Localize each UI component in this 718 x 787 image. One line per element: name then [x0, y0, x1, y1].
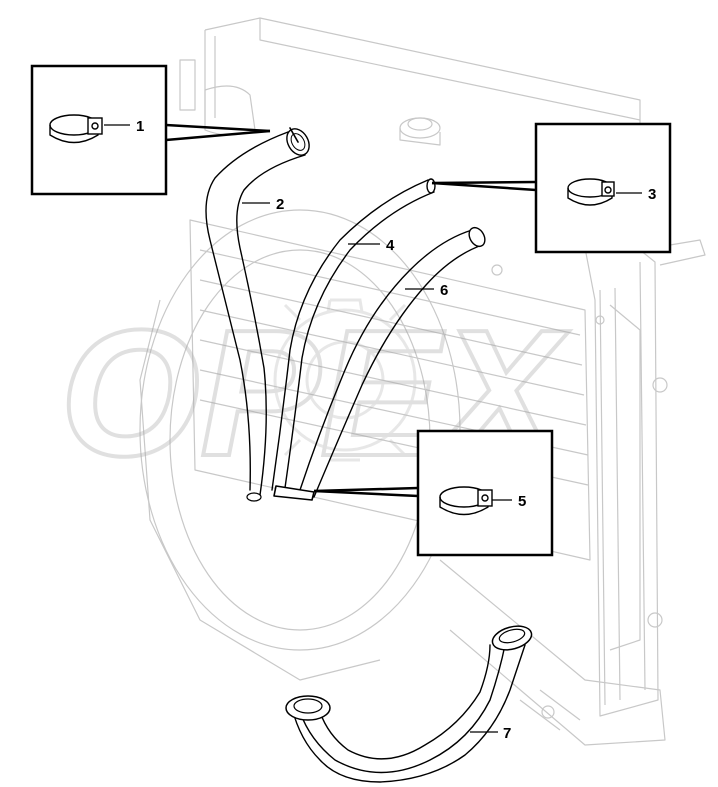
hose-clamp-icon	[567, 178, 615, 206]
callout-label-3: 3	[648, 186, 656, 203]
callout-2[interactable]: 2	[242, 196, 284, 213]
callout-label-6: 6	[440, 282, 448, 299]
callout-7[interactable]: 7	[470, 725, 511, 742]
callout-4[interactable]: 4	[348, 237, 395, 254]
callout-label-2: 2	[276, 196, 284, 213]
hose-7	[285, 625, 533, 783]
callout-label-7: 7	[503, 725, 511, 742]
callout-label-5: 5	[518, 493, 526, 510]
callout-box-3[interactable]: 3	[431, 122, 672, 254]
hose-2	[205, 127, 310, 502]
callout-label-4: 4	[386, 237, 395, 254]
hose-6	[273, 226, 486, 501]
callout-box-1[interactable]: 1	[30, 64, 271, 196]
hose-clamp-icon	[49, 114, 103, 144]
callout-label-1: 1	[136, 118, 144, 135]
hose-clamp-icon	[439, 486, 493, 516]
hoses	[205, 127, 533, 783]
callout-6[interactable]: 6	[405, 282, 448, 299]
hose-4	[271, 178, 436, 496]
callout-box-5[interactable]: 5	[313, 429, 554, 557]
